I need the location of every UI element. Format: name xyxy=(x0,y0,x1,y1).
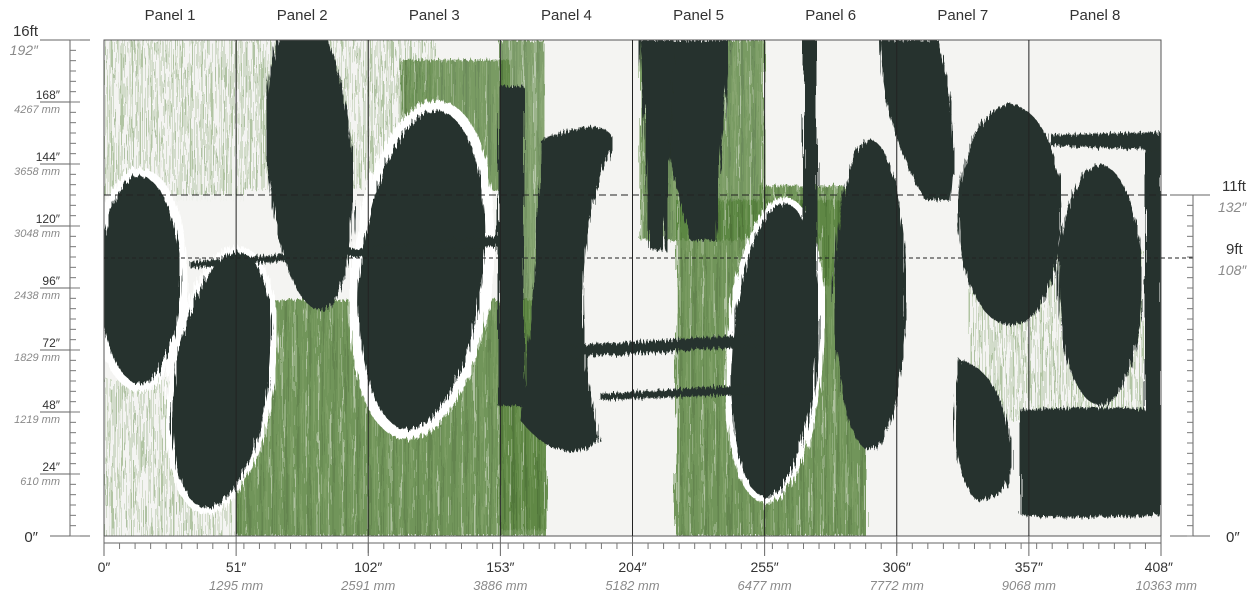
ink-stroke xyxy=(600,384,760,400)
ink-strokes xyxy=(104,40,1161,518)
bottom-ruler-inch-label: 102″ xyxy=(354,559,382,575)
panel-label: Panel 7 xyxy=(937,7,988,24)
panel-label: Panel 6 xyxy=(805,7,856,24)
left-ruler-top-sub: 192″ xyxy=(10,42,39,58)
bottom-ruler-inch-label: 357″ xyxy=(1015,559,1043,575)
right-ruler-bottom-label: 0″ xyxy=(1226,529,1240,546)
ink-stroke xyxy=(266,40,354,310)
bottom-ruler-inch-label: 51″ xyxy=(226,559,247,575)
bottom-ruler-mm-label: 2591 mm xyxy=(340,578,395,593)
bottom-ruler-mm-label: 6477 mm xyxy=(738,578,792,593)
left-ruler: 16ft 192″ 0″ 168″ 4267 mm 144″ 3658 mm 120″ 3… xyxy=(10,23,90,546)
left-ruler-bottom-label: 0″ xyxy=(24,529,38,546)
bottom-ruler-mm-label: 9068 mm xyxy=(1002,578,1056,593)
panel-label: Panel 5 xyxy=(673,7,724,24)
ink-stroke xyxy=(349,100,495,440)
ink-stroke xyxy=(104,168,188,392)
bottom-ruler-mm-label: 10363 mm xyxy=(1136,578,1198,593)
bottom-ruler-inch-label: 408″ xyxy=(1145,559,1173,575)
artwork xyxy=(104,40,1161,536)
left-ruler-mm-label: 4267 mm xyxy=(14,104,60,116)
left-ruler-inch-label: 48″ xyxy=(42,398,60,412)
bottom-ruler-inch-label: 153″ xyxy=(486,559,514,575)
ink-stroke xyxy=(803,40,817,270)
ink-stroke xyxy=(955,360,1012,500)
ink-stroke xyxy=(958,105,1062,325)
bottom-ruler-mm-label: 5182 mm xyxy=(605,578,659,593)
panel-labels: Panel 1 Panel 2 Panel 3 Panel 4 Panel 5 Panel… xyxy=(145,7,1121,24)
left-ruler-inch-label: 120″ xyxy=(36,212,61,226)
bottom-ruler-inch-label: 0″ xyxy=(98,559,111,575)
left-ruler-mm-label: 610 mm xyxy=(20,476,60,488)
left-ruler-mm-label: 3048 mm xyxy=(14,228,60,240)
ink-stroke xyxy=(640,40,675,250)
left-ruler-inch-label: 168″ xyxy=(36,88,61,102)
ink-stroke xyxy=(1058,165,1142,405)
panel-label: Panel 4 xyxy=(541,7,592,24)
ink-stroke xyxy=(190,236,500,268)
bottom-ruler: 0″ 51″ 1295 mm 102″ 2591 mm 153″ 3886 mm 204″ 51… xyxy=(98,536,1198,593)
left-ruler-inch-label: 96″ xyxy=(42,274,60,288)
bottom-ruler-inch-label: 204″ xyxy=(618,559,646,575)
left-ruler-top-label: 16ft xyxy=(13,23,39,40)
right-marker-11ft-sub: 132″ xyxy=(1218,199,1247,215)
panel-label: Panel 3 xyxy=(409,7,460,24)
ink-stroke xyxy=(834,140,906,450)
right-marker-9ft-sub: 108″ xyxy=(1218,262,1247,278)
bottom-ruler-mm-label: 1295 mm xyxy=(209,578,263,593)
ink-stroke xyxy=(880,40,954,200)
ink-stroke xyxy=(1145,140,1161,440)
panel-label: Panel 2 xyxy=(277,7,328,24)
bottom-ruler-inch-label: 306″ xyxy=(883,559,911,575)
left-ruler-mm-label: 1829 mm xyxy=(14,352,60,364)
right-marker-11ft-label: 11ft xyxy=(1222,178,1247,195)
right-ruler: 11ft 132″ 9ft 108″ 0″ xyxy=(1170,178,1247,546)
ink-stroke xyxy=(498,86,524,406)
left-ruler-inch-label: 24″ xyxy=(42,460,60,474)
ink-stroke xyxy=(570,334,760,358)
ink-stroke xyxy=(1050,132,1161,150)
bottom-ruler-mm-label: 3886 mm xyxy=(473,578,527,593)
left-ruler-inch-label: 72″ xyxy=(42,336,60,350)
panel-dividers xyxy=(235,40,1030,536)
right-marker-9ft-label: 9ft xyxy=(1226,241,1244,258)
left-ruler-inch-label: 144″ xyxy=(36,150,61,164)
panel-label: Panel 1 xyxy=(145,7,196,24)
left-ruler-mm-label: 3658 mm xyxy=(14,166,60,178)
ink-stroke xyxy=(1020,407,1161,518)
ink-stroke xyxy=(520,127,613,452)
panel-label: Panel 8 xyxy=(1070,7,1121,24)
left-ruler-mm-label: 1219 mm xyxy=(14,414,60,426)
left-ruler-mm-label: 2438 mm xyxy=(13,290,60,302)
bottom-ruler-mm-label: 7772 mm xyxy=(870,578,924,593)
ink-stroke xyxy=(166,246,278,514)
bottom-ruler-inch-label: 255″ xyxy=(750,559,778,575)
